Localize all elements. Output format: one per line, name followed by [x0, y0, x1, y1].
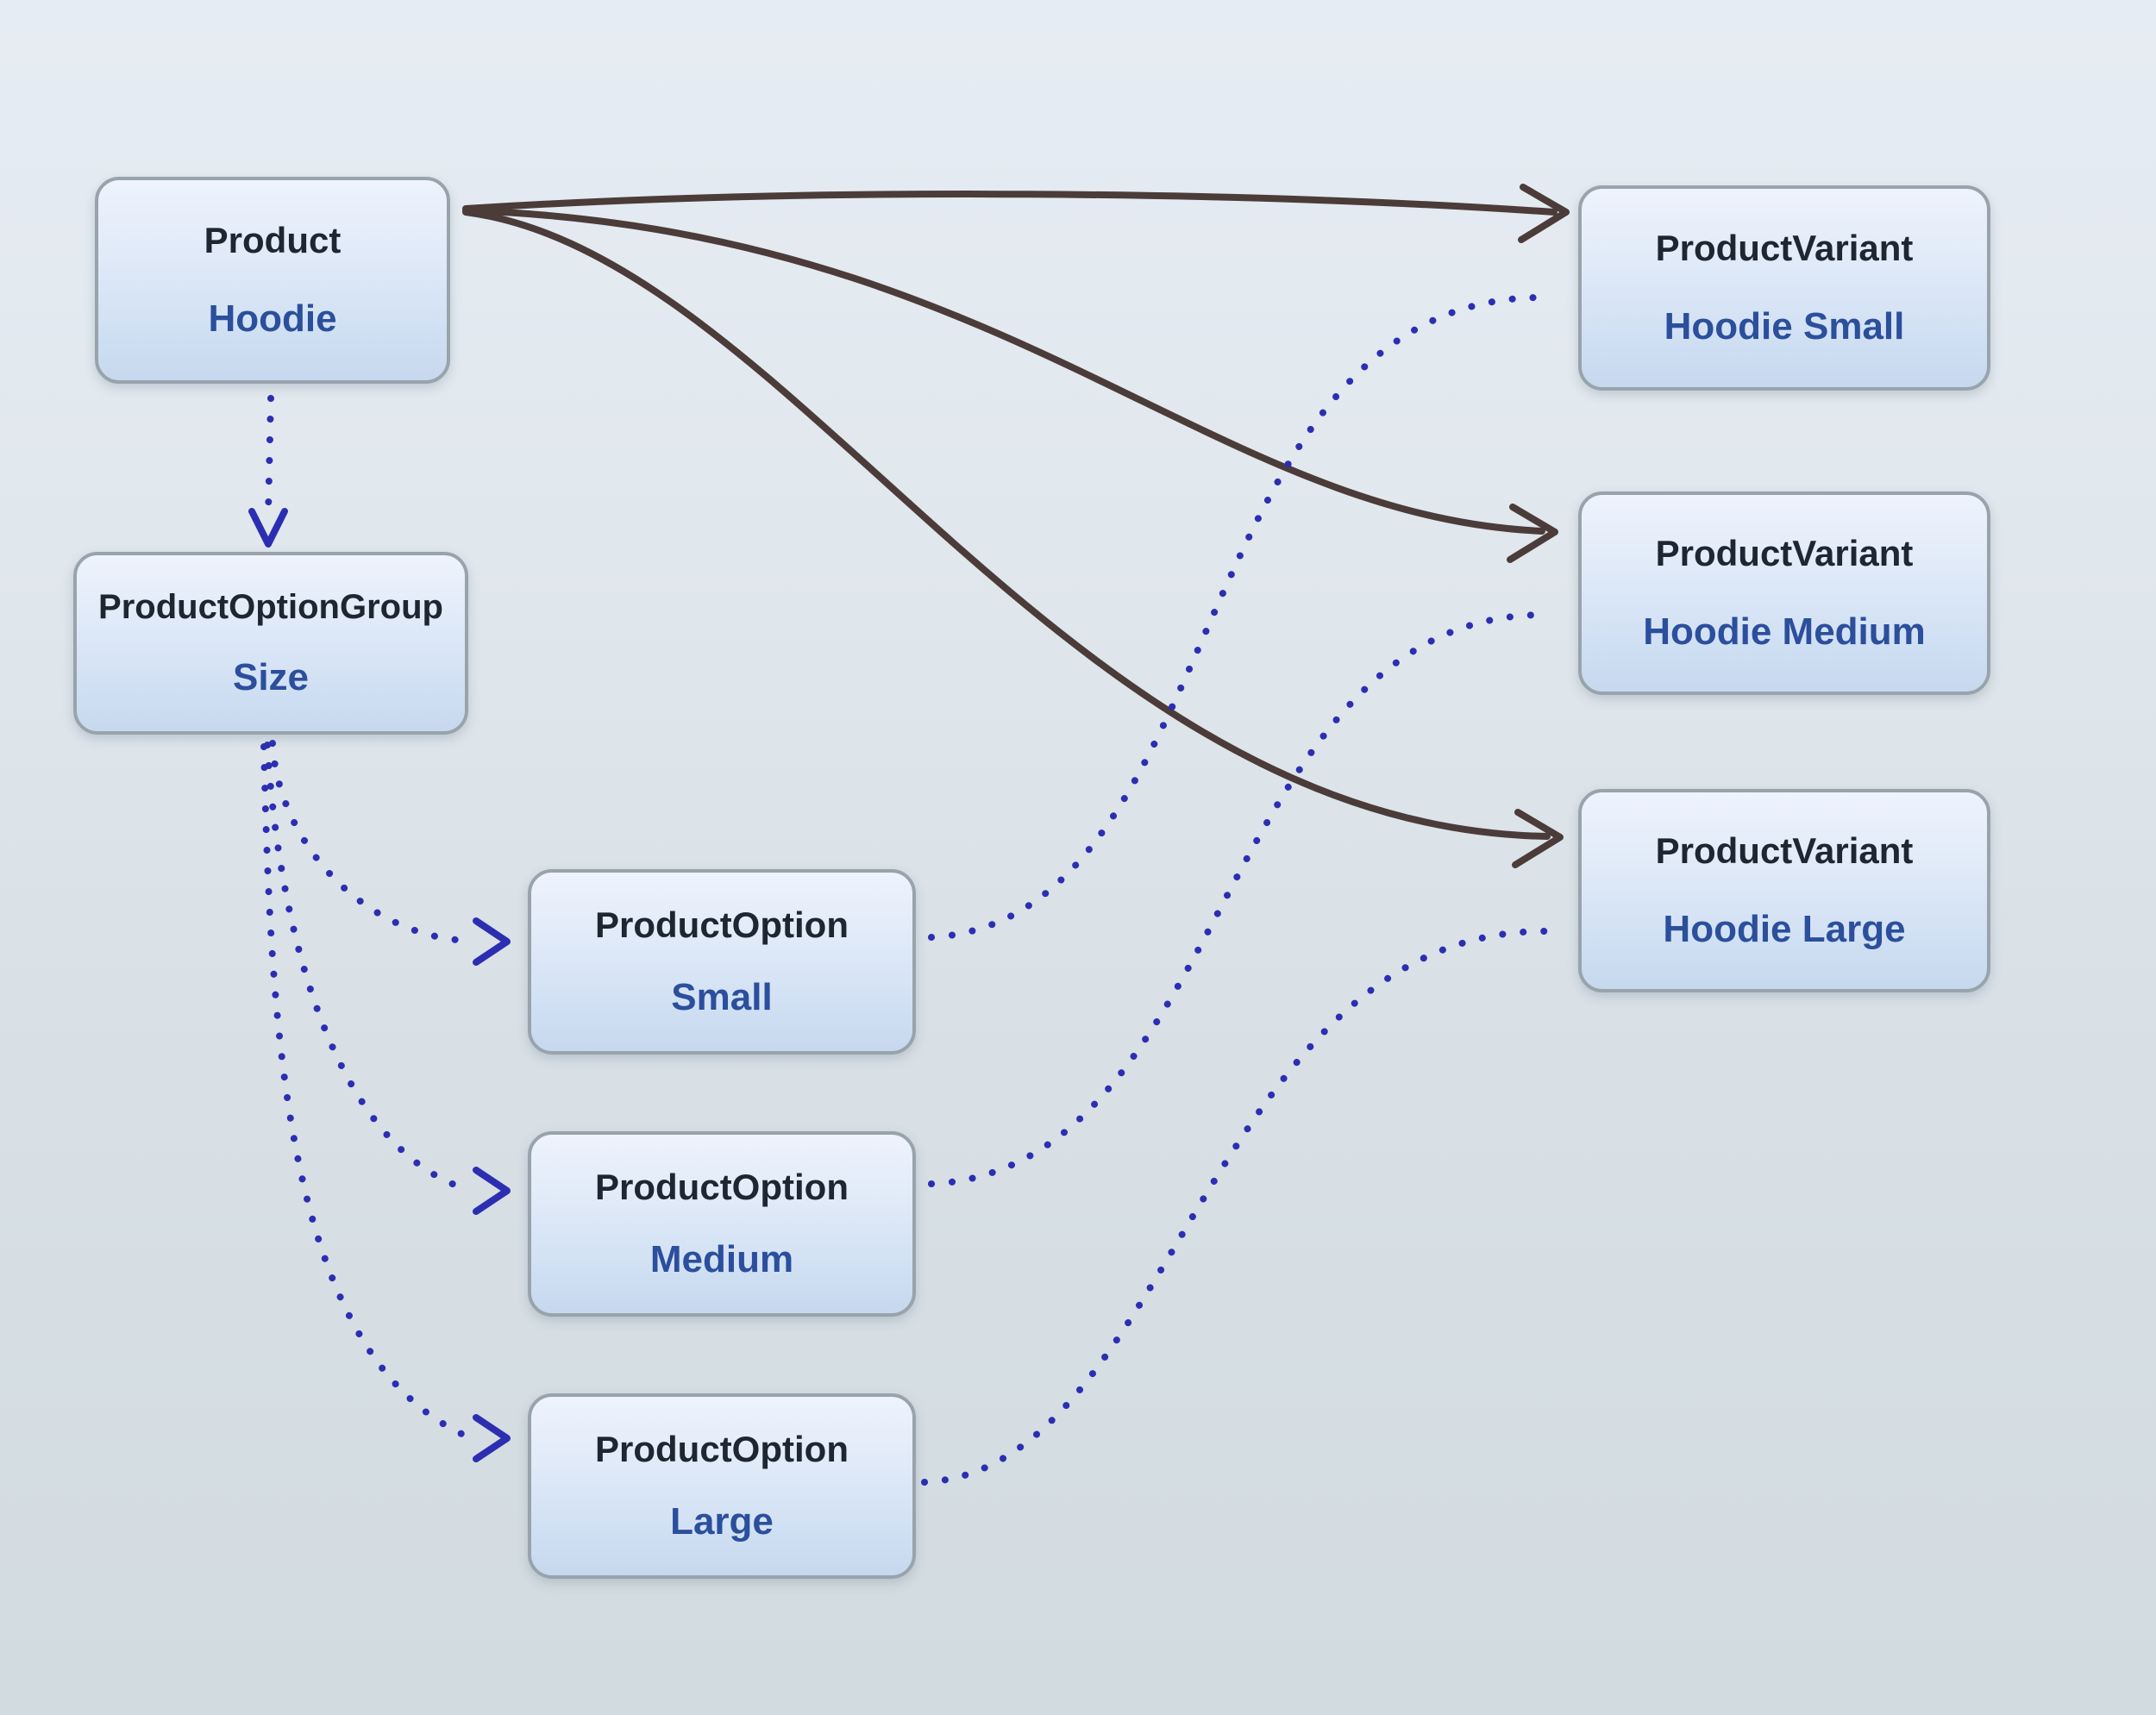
edge-optiongroup-option-large [260, 743, 511, 1462]
edge-line [260, 743, 473, 1441]
node-option-medium-name-label: Medium [649, 1237, 794, 1280]
edge-line [264, 742, 473, 1193]
node-option-medium-type-label: ProductOption [595, 1167, 849, 1208]
edge-product-variant-small [462, 184, 1570, 243]
edge-optiongroup-option-medium [264, 742, 511, 1215]
arrowhead-icon [1518, 184, 1570, 243]
node-product-option-large: ProductOption Large [528, 1393, 916, 1579]
edge-line [462, 191, 1557, 216]
node-product-type-label: Product [204, 219, 342, 260]
node-product: Product Hoodie [95, 177, 450, 384]
edge-product-variant-large [462, 209, 1564, 868]
edge-option-large-variant-large [921, 928, 1549, 1486]
node-option-small-type-label: ProductOption [595, 904, 849, 946]
edge-line [462, 209, 1551, 840]
edge-product-optiongroup [248, 395, 288, 548]
arrowhead-right-icon [473, 1167, 511, 1215]
node-option-small-name-label: Small [671, 975, 773, 1018]
node-option-large-type-label: ProductOption [595, 1429, 849, 1470]
arrowhead-right-icon [473, 1414, 511, 1462]
arrowhead-icon [1507, 504, 1558, 563]
edge-line [269, 740, 471, 944]
node-variant-large-type-label: ProductVariant [1655, 830, 1914, 872]
node-variant-medium-type-label: ProductVariant [1655, 533, 1914, 574]
node-variant-large-name-label: Hoodie Large [1663, 907, 1906, 950]
node-product-name-label: Hoodie [208, 297, 337, 341]
node-option-group-type-label: ProductOptionGroup [98, 588, 443, 626]
node-product-option-medium: ProductOption Medium [528, 1131, 916, 1317]
node-product-variant-medium: ProductVariant Hoodie Medium [1578, 491, 1990, 695]
node-product-option-small: ProductOption Small [528, 869, 916, 1055]
node-variant-small-name-label: Hoodie Small [1664, 305, 1905, 347]
node-variant-small-type-label: ProductVariant [1655, 228, 1914, 268]
edge-option-small-variant-small [928, 294, 1545, 941]
edge-option-medium-variant-medium [928, 611, 1547, 1187]
edge-line [462, 207, 1545, 535]
node-product-variant-small: ProductVariant Hoodie Small [1578, 185, 1990, 391]
node-option-large-name-label: Large [670, 1499, 774, 1543]
arrowhead-down-icon [248, 508, 288, 548]
node-option-group-name-label: Size [232, 656, 310, 698]
node-product-option-group: ProductOptionGroup Size [73, 552, 468, 735]
edge-product-variant-medium [462, 207, 1558, 563]
node-variant-medium-name-label: Hoodie Medium [1643, 610, 1926, 653]
edge-line [265, 395, 274, 519]
arrowhead-right-icon [473, 917, 511, 966]
node-product-variant-large: ProductVariant Hoodie Large [1578, 789, 1990, 992]
arrowhead-icon [1512, 809, 1564, 868]
edge-optiongroup-option-small [269, 740, 511, 966]
